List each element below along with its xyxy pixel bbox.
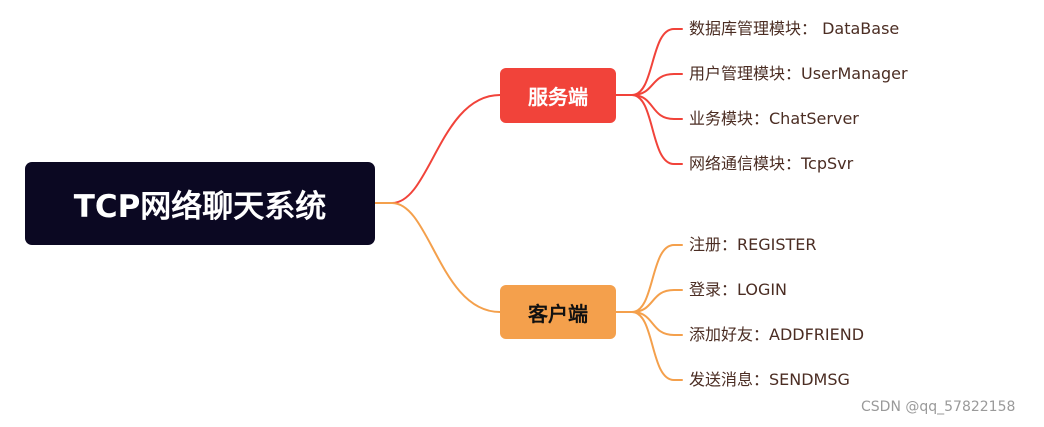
connector-server-item-2 [631,94,683,120]
root-topic-label: TCP网络聊天系统 [73,189,327,225]
client-item-login[interactable]: 登录：LOGIN [689,280,788,299]
connector-client-item-3 [631,311,683,381]
client-item-sendmsg[interactable]: 发送消息：SENDMSG [689,370,850,389]
server-item-usermanager[interactable]: 用户管理模块：UserManager [689,64,908,83]
connector-server-item-0 [631,28,683,96]
client-topic-label: 客户端 [528,301,588,326]
server-item-tcpsvr[interactable]: 网络通信模块：TcpSvr [689,154,854,173]
connector-root-server [374,94,501,204]
csdn-watermark: CSDN @qq_57822158 [861,399,1016,415]
connector-root-client [374,202,501,313]
root-topic[interactable]: TCP网络聊天系统 [25,162,375,245]
client-item-addfriend[interactable]: 添加好友：ADDFRIEND [689,325,865,344]
server-topic-label: 服务端 [528,85,588,109]
server-item-chatserver[interactable]: 业务模块：ChatServer [689,109,859,128]
connector-server-item-3 [631,94,683,165]
connector-lines [374,28,683,381]
connector-server-item-1 [631,73,683,96]
connector-client-item-0 [631,244,683,313]
connector-client-item-1 [631,289,683,313]
client-item-register[interactable]: 注册：REGISTER [689,235,817,254]
client-topic[interactable]: 客户端 [500,285,616,339]
server-topic[interactable]: 服务端 [500,68,616,123]
connector-client-item-2 [631,311,683,336]
server-item-database[interactable]: 数据库管理模块： DataBase [689,19,900,38]
